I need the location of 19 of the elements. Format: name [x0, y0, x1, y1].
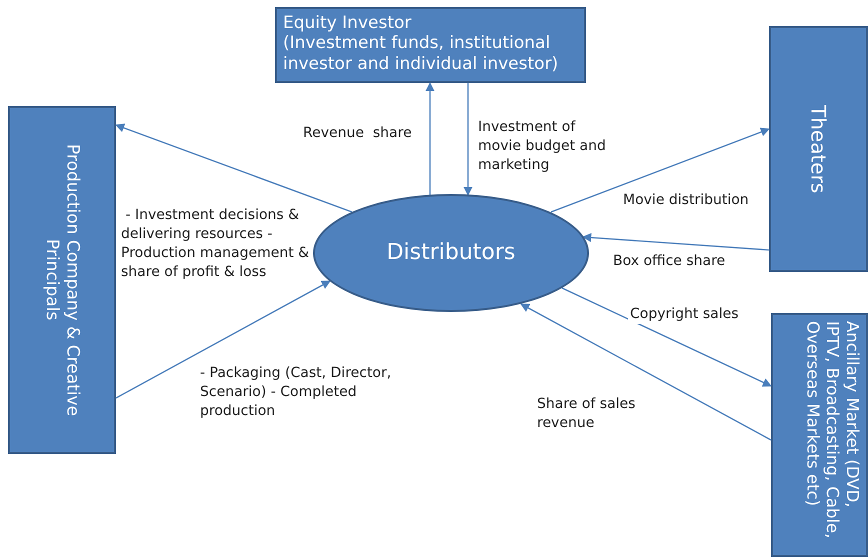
arrow	[520, 303, 772, 441]
entity-box	[771, 313, 868, 557]
node-text: Theaters	[806, 104, 830, 194]
arrow	[582, 233, 770, 251]
entity-box	[769, 26, 868, 272]
node-text: (Investment funds, institutional investor and individual investor)	[283, 33, 560, 74]
node-text: Ancillary Market (DVD, IPTV, Broadcasting, Cable, Overseas Markets etc)	[802, 321, 862, 540]
node-text: Distributors	[386, 240, 516, 266]
arrow	[116, 280, 331, 399]
arrow	[115, 124, 352, 213]
arrow	[562, 287, 772, 387]
arrow	[550, 128, 770, 213]
arrow	[425, 82, 435, 195]
node-text: Equity Investor	[283, 13, 412, 34]
node-text: Production Company & Creative Principals	[42, 142, 82, 418]
edge-label: Copyright sales	[628, 305, 741, 324]
arrow	[463, 83, 473, 196]
entity-box	[8, 106, 116, 454]
entity-box	[275, 7, 586, 83]
